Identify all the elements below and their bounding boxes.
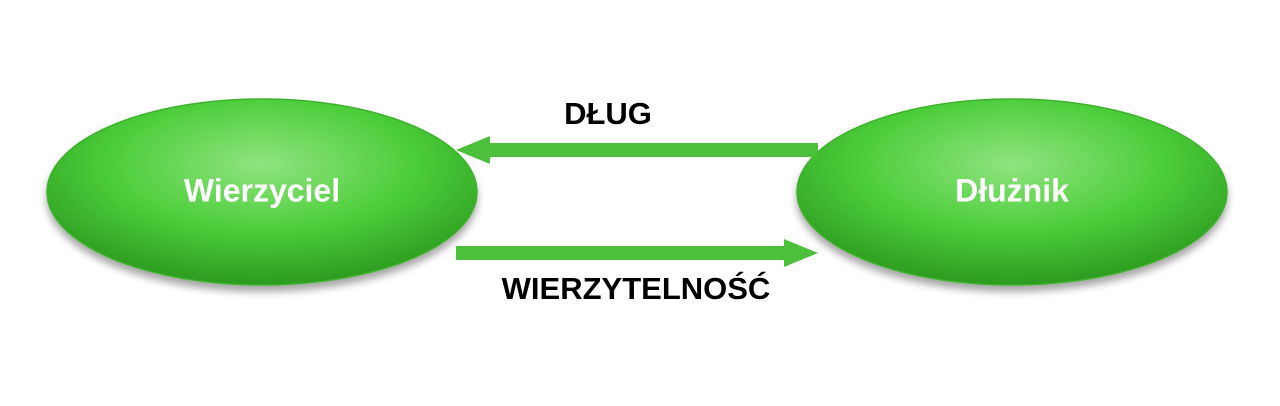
debt-arrow (456, 136, 818, 164)
creditor-node: Wierzyciel (46, 98, 478, 286)
debt-label: DŁUG (564, 96, 652, 131)
debtor-label: Dłużnik (955, 172, 1069, 208)
claim-label: WIERZYTELNOŚĆ (502, 270, 771, 306)
debtor-node: Dłużnik (796, 98, 1228, 286)
claim-arrow (456, 239, 818, 267)
debt-arrow-shaft (486, 143, 818, 157)
creditor-label: Wierzyciel (184, 172, 340, 208)
debt-arrow-head (456, 136, 490, 164)
claim-arrow-shaft (456, 246, 788, 260)
creditor-ellipse (46, 98, 478, 286)
debtor-ellipse (796, 98, 1228, 286)
claim-arrow-head (784, 239, 818, 267)
